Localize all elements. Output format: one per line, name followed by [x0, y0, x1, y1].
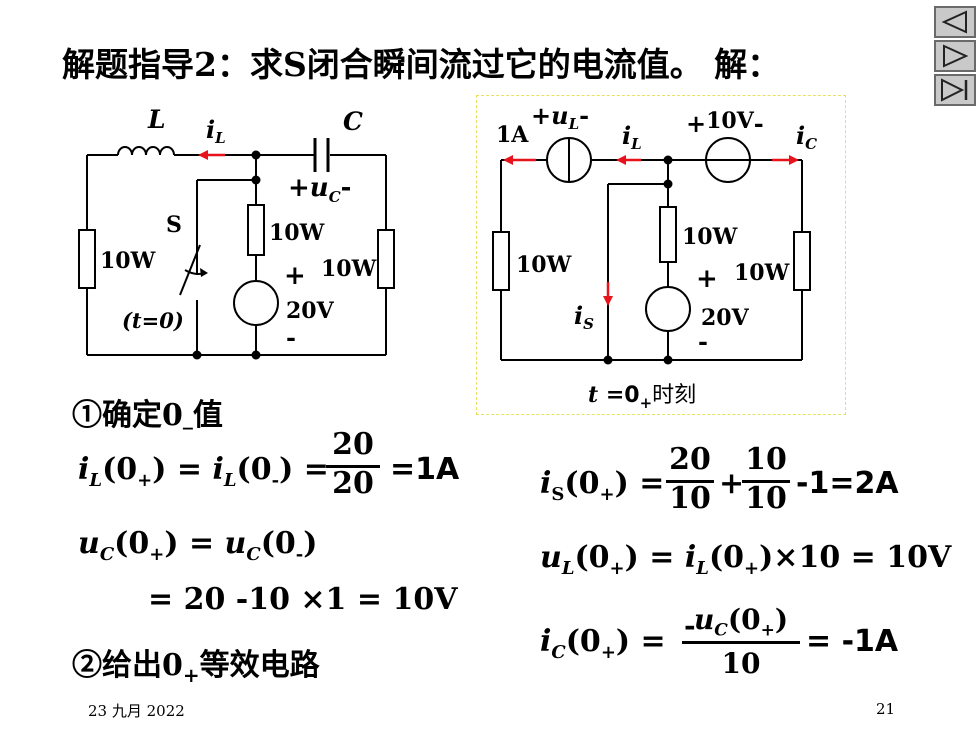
svg-text:t =0+时刻: t =0+时刻	[588, 382, 696, 412]
slide-title: 解题指导2：求S闭合瞬间流过它的电流值。 解：	[62, 45, 781, 84]
svg-text:+uC-: +uC-	[288, 173, 351, 206]
equation-iL: iL(0+) = iL(0-) =	[78, 452, 329, 491]
step1-heading: ①确定0_值	[72, 398, 223, 433]
result-1A: =1A	[390, 452, 460, 487]
current-iL-label: iL	[206, 115, 226, 147]
svg-text:iS: iS	[574, 301, 594, 333]
equation-iS: iS(0+) =	[540, 466, 665, 505]
switch-label: S	[166, 212, 182, 238]
resistor-left-label-2: 10W	[516, 252, 572, 278]
svg-text:iL: iL	[622, 121, 642, 153]
page-number: 21	[876, 700, 896, 718]
inductor-label: L	[147, 105, 166, 134]
source-20v-label: 20V	[286, 298, 335, 324]
circuit-diagram-equivalent: 1A +uL- iL +10V- iC 10W 10W 10W + 20V - …	[492, 101, 817, 412]
fraction-10-10: 10 10	[742, 442, 790, 516]
step2-heading: ②给出0+等效电路	[72, 648, 320, 687]
switch-time-label: (t=0)	[122, 308, 184, 333]
svg-text:+uL-: +uL-	[531, 101, 589, 133]
resistor-right-label: 10W	[321, 256, 377, 282]
svg-text:-: -	[698, 327, 708, 356]
svg-text:-: -	[286, 323, 296, 352]
footer-date: 23 九月 2022	[88, 702, 185, 720]
next-slide-button[interactable]	[934, 40, 976, 72]
svg-text:+: +	[284, 261, 306, 291]
result-2A: -1=2A	[796, 466, 899, 501]
resistor-right-label-2: 10W	[734, 260, 790, 286]
equation-iC: iC(0+) =	[540, 624, 666, 663]
last-slide-button[interactable]	[934, 74, 976, 106]
triangle-left-icon	[941, 10, 967, 34]
resistor-left-label: 10W	[100, 248, 156, 274]
resistor-mid-label: 10W	[269, 220, 325, 246]
equivalent-circuit-frame	[476, 95, 846, 415]
svg-text:+: +	[696, 264, 718, 294]
equation-uC: uC(0+) = uC(0-)	[78, 526, 318, 565]
svg-text:iC: iC	[796, 121, 817, 153]
capacitor-label: C	[343, 107, 363, 136]
source-20v-label-2: 20V	[701, 305, 750, 331]
skip-end-icon	[941, 78, 968, 102]
prev-slide-button[interactable]	[934, 6, 976, 38]
circuit-diagram-original: L iL C +uC- S 10W 10W 10W + 20V - (t=0)	[78, 105, 395, 360]
triangle-right-icon	[943, 44, 969, 68]
fraction-20-20: 20 20	[326, 427, 380, 501]
equation-uC-value: = 20 -10 ×1 = 10V	[148, 582, 458, 617]
fraction-uC-10: -uC(0+) 10	[682, 603, 800, 680]
current-source-label: 1A	[496, 122, 529, 148]
fraction-20-10: 20 10	[666, 442, 714, 516]
resistor-mid-label-2: 10W	[682, 224, 738, 250]
svg-text:+10V-: +10V-	[686, 108, 764, 138]
equation-uL: uL(0+) = iL(0+)×10 = 10V	[540, 540, 952, 579]
result-minus-1A: = -1A	[806, 624, 899, 659]
